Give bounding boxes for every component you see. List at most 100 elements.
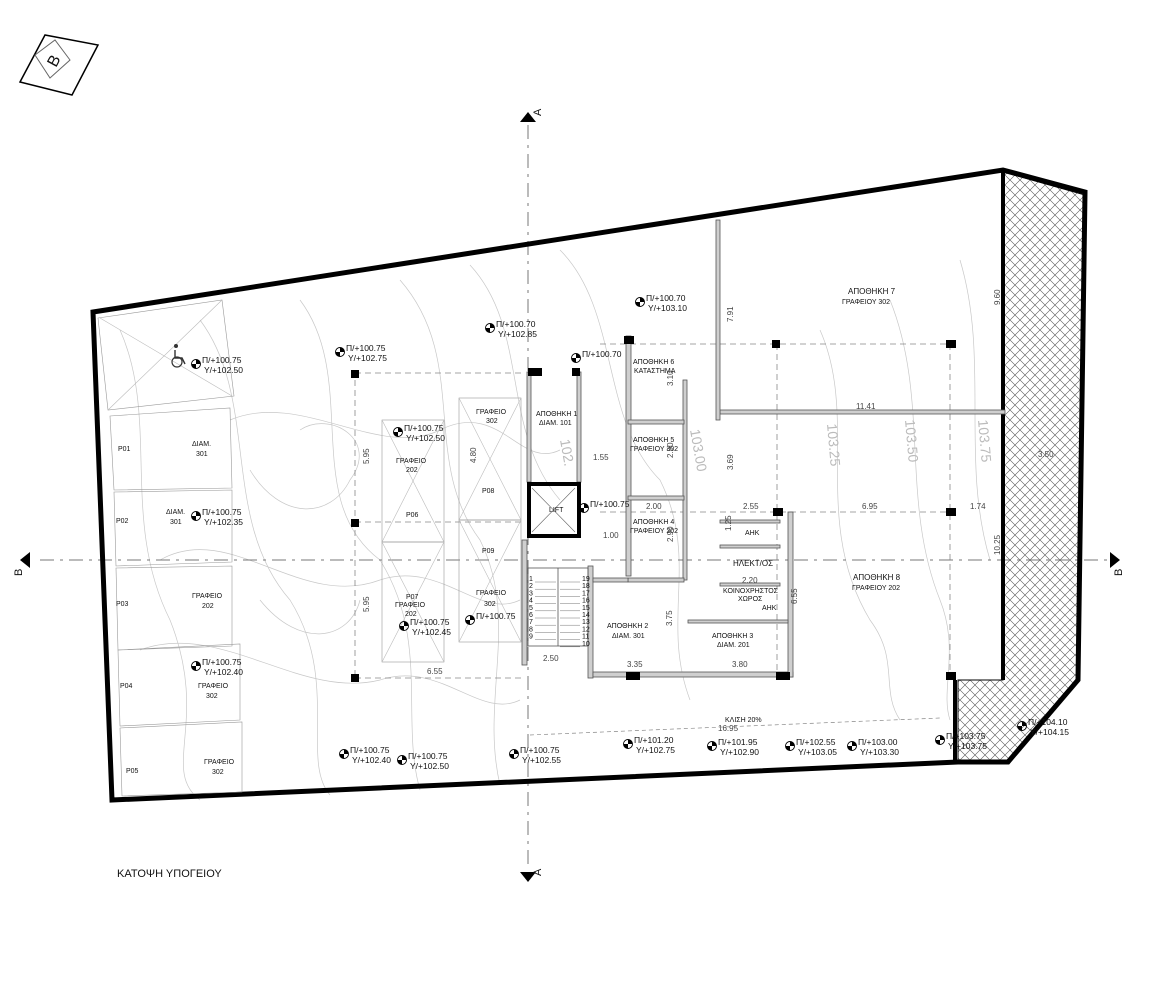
room-common: ΚΟΙΝΟΧΡΗΣΤΟΣ bbox=[723, 588, 779, 595]
room-storage4-sub: ΓΡΑΦΕΙΟΥ 202 bbox=[630, 528, 678, 535]
level-marker-icon bbox=[579, 503, 589, 513]
stair-number: 10 bbox=[582, 641, 590, 648]
room-lift: LIFT bbox=[549, 507, 564, 514]
dim-16: 7.91 bbox=[726, 306, 735, 322]
room-storage6-sub: ΚΑΤΑΣΤΗΜΑ bbox=[634, 368, 676, 375]
stair-number: 18 bbox=[582, 583, 590, 590]
hatched-retaining-area bbox=[957, 171, 1086, 761]
room-ahk1: ΑΗΚ bbox=[745, 530, 760, 537]
dim-21: 4.80 bbox=[469, 447, 478, 463]
parking-p09: P09 bbox=[482, 548, 495, 555]
dim-19: 5.95 bbox=[362, 596, 371, 612]
parking-p04-sub: 302 bbox=[206, 693, 218, 700]
section-mark-b-right: B bbox=[1113, 569, 1125, 576]
parking-p04: P04 bbox=[120, 683, 133, 690]
contour-label-4: 103.75 bbox=[975, 419, 995, 463]
dim-2: 6.95 bbox=[862, 502, 878, 511]
level-value: Π/+100.75 bbox=[404, 423, 444, 433]
parking-p05-label: ΓΡΑΦΕΙΟ bbox=[204, 759, 235, 766]
level-value: Υ/+102.40 bbox=[352, 755, 391, 765]
parking-p04-label: ΓΡΑΦΕΙΟ bbox=[198, 683, 229, 690]
parking-p06-sub: 202 bbox=[406, 467, 418, 474]
room-storage7: ΑΠΟΘΗΚΗ 7 bbox=[848, 287, 896, 296]
level-marker-icon bbox=[1017, 721, 1027, 731]
stair-number: 19 bbox=[582, 576, 590, 583]
parking-p03-sub: 202 bbox=[202, 603, 214, 610]
level-value: Υ/+102.75 bbox=[348, 353, 387, 363]
level-value: Υ/+102.40 bbox=[204, 667, 243, 677]
room-electrical: ΗΛΕΚΤ/ΟΣ bbox=[733, 559, 773, 568]
parking-p02-label: ΔΙΑΜ. bbox=[166, 509, 185, 516]
level-value: Υ/+103.75 bbox=[948, 741, 987, 751]
dim-12: 6.55 bbox=[790, 588, 799, 604]
level-value: Π/+101.20 bbox=[634, 735, 674, 745]
dim-17: 3.75 bbox=[665, 610, 674, 626]
section-mark-b-left: B bbox=[13, 569, 25, 576]
dim-11: 2.20 bbox=[742, 576, 758, 585]
level-marker-icon bbox=[191, 661, 201, 671]
room-storage2-sub: ΔΙΑΜ. 301 bbox=[612, 633, 645, 640]
stair-number: 9 bbox=[529, 634, 533, 641]
parking-p06: P06 bbox=[406, 512, 419, 519]
parking-p08-sub: 302 bbox=[486, 418, 498, 425]
level-marker-icon bbox=[397, 755, 407, 765]
level-marker-icon bbox=[485, 323, 495, 333]
site-boundary bbox=[90, 167, 1088, 803]
level-value: Υ/+102.50 bbox=[406, 433, 445, 443]
room-storage8: ΑΠΟΘΗΚΗ 8 bbox=[853, 573, 901, 582]
level-value: Π/+100.70 bbox=[582, 349, 622, 359]
parking-stalls-west bbox=[97, 299, 243, 797]
contour-label-2: 103.25 bbox=[824, 423, 844, 467]
dim-10: 3.80 bbox=[732, 660, 748, 669]
parking-p08: P08 bbox=[482, 488, 495, 495]
level-value: Υ/+102.75 bbox=[636, 745, 675, 755]
level-marker-icon bbox=[847, 741, 857, 751]
room-storage1: ΑΠΟΘΗΚΗ 1 bbox=[536, 411, 577, 418]
parking-p03-label: ΓΡΑΦΕΙΟ bbox=[192, 593, 223, 600]
level-value: Υ/+102.35 bbox=[204, 517, 243, 527]
level-marker-icon bbox=[635, 297, 645, 307]
core-walls bbox=[521, 219, 1006, 679]
dim-7: 1.00 bbox=[603, 531, 619, 540]
stair-number: 6 bbox=[529, 612, 533, 619]
parking-p01-label: ΔΙΑΜ. bbox=[192, 441, 211, 448]
parking-p01-sub: 301 bbox=[196, 451, 208, 458]
parking-p09-sub: 302 bbox=[484, 601, 496, 608]
parking-p09-label: ΓΡΑΦΕΙΟ bbox=[476, 590, 507, 597]
stair-number: 11 bbox=[582, 634, 589, 641]
level-value: Π/+104.10 bbox=[1028, 717, 1068, 727]
wheelchair-icon bbox=[171, 344, 186, 368]
level-marker-icon bbox=[393, 427, 403, 437]
room-ahk2: ΑΗΚ bbox=[762, 605, 777, 612]
level-value: Υ/+102.85 bbox=[498, 329, 537, 339]
level-value: Π/+100.75 bbox=[408, 751, 448, 761]
level-marker-icon bbox=[571, 353, 581, 363]
ramp-slope: ΚΛΙΣΗ 20% bbox=[725, 717, 762, 724]
parking-p06-label: ΓΡΑΦΕΙΟ bbox=[396, 458, 427, 465]
dim-15: 3.69 bbox=[726, 454, 735, 470]
dim-4: 2.55 bbox=[743, 502, 759, 511]
dim-3: 1.74 bbox=[970, 502, 986, 511]
room-storage3-sub: ΔΙΑΜ. 201 bbox=[717, 642, 750, 649]
level-value: Π/+100.70 bbox=[496, 319, 536, 329]
room-storage5: ΑΠΟΘΗΚΗ 5 bbox=[633, 437, 674, 444]
dim-13: 10.25 bbox=[993, 534, 1002, 555]
level-value: Π/+100.75 bbox=[476, 611, 516, 621]
dim-9: 3.35 bbox=[627, 660, 643, 669]
level-value: Υ/+103.30 bbox=[860, 747, 899, 757]
dim-26: 2.90 bbox=[666, 442, 675, 458]
parking-p07: P07 bbox=[406, 594, 419, 601]
drawing-title: ΚΑΤΟΨΗ ΥΠΟΓΕΙΟΥ bbox=[117, 868, 222, 880]
north-arrow-icon: B bbox=[18, 34, 100, 96]
level-value: Υ/+102.90 bbox=[720, 747, 759, 757]
stair-number: 13 bbox=[582, 619, 590, 626]
level-marker-icon bbox=[339, 749, 349, 759]
parking-p03: P03 bbox=[116, 601, 129, 608]
room-storage7-sub: ΓΡΑΦΕΙΟΥ 302 bbox=[842, 299, 890, 306]
level-marker-icon bbox=[465, 615, 475, 625]
dim-18: 6.55 bbox=[427, 667, 443, 676]
contour-label-5: 102. bbox=[557, 438, 577, 468]
level-value: Υ/+103.05 bbox=[798, 747, 837, 757]
stair-number: 5 bbox=[529, 605, 533, 612]
